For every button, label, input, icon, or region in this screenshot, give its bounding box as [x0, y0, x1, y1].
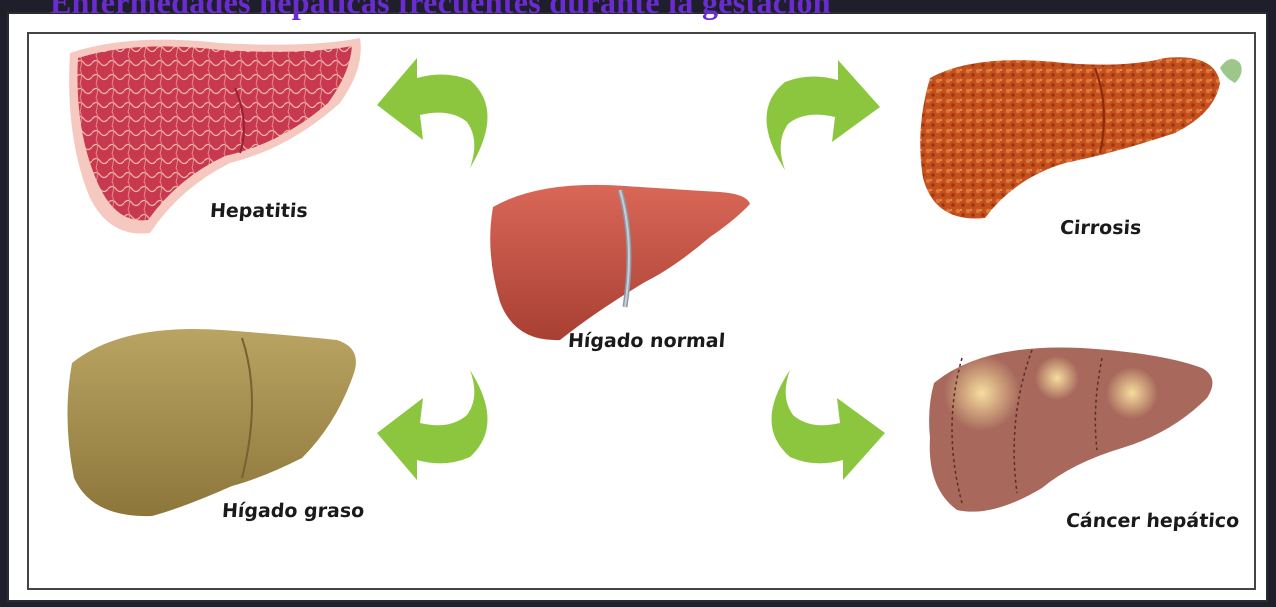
hepatitis-label: Hepatitis	[209, 200, 308, 222]
normal-liver-label: Hígado normal	[567, 330, 726, 352]
arrow-to-hepatitis-icon	[375, 50, 525, 175]
cirrhosis-liver-image	[915, 38, 1255, 228]
arrow-to-fatty-liver-icon	[375, 365, 525, 490]
cirrhosis-label: Cirrosis	[1059, 217, 1142, 239]
page-title: Enfermedades hepáticas frecuentes durant…	[50, 0, 831, 21]
fatty-liver-label: Hígado graso	[221, 500, 365, 522]
normal-liver-image	[485, 172, 755, 347]
fatty-liver-image	[62, 318, 362, 523]
arrow-to-cancer-liver-icon	[735, 365, 890, 490]
arrow-to-cirrhosis-icon	[730, 52, 885, 177]
cancer-liver-label: Cáncer hepático	[1065, 510, 1240, 532]
cancer-liver-image	[922, 338, 1222, 518]
